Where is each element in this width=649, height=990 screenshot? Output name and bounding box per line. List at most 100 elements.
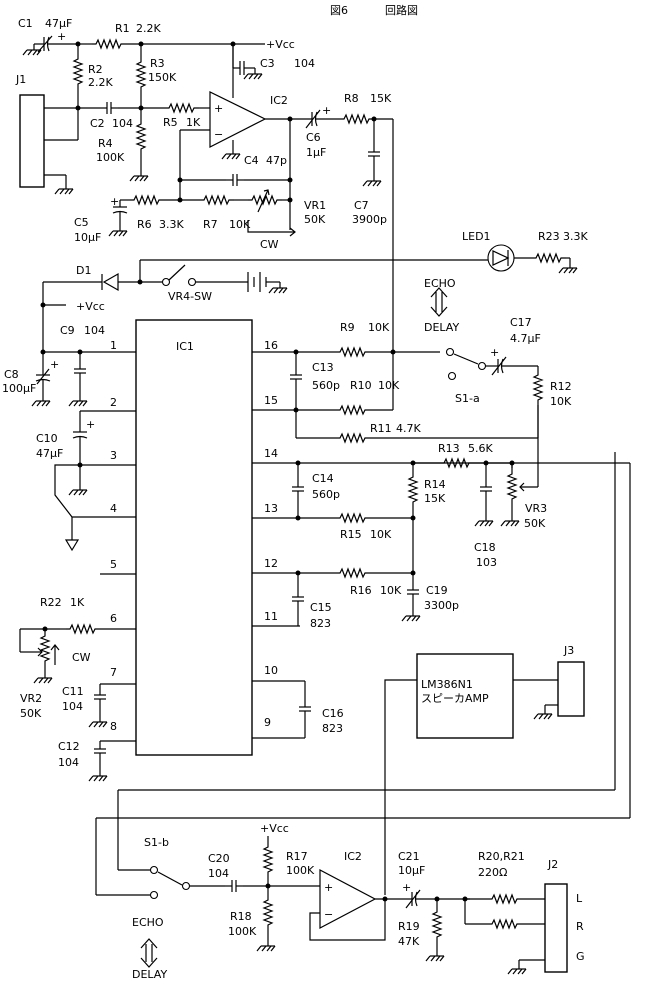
svg-text:15: 15 bbox=[264, 394, 278, 407]
svg-text:C9: C9 bbox=[60, 324, 75, 337]
svg-text:R20,R21: R20,R21 bbox=[478, 850, 525, 863]
vcc-label-top: +Vcc bbox=[266, 38, 295, 51]
svg-text:823: 823 bbox=[322, 722, 343, 735]
svg-text:R6: R6 bbox=[137, 218, 152, 231]
svg-text:R7: R7 bbox=[203, 218, 218, 231]
svg-text:100K: 100K bbox=[228, 925, 257, 938]
svg-text:5: 5 bbox=[110, 558, 117, 571]
svg-text:+: + bbox=[402, 881, 411, 894]
svg-text:100μF: 100μF bbox=[2, 382, 36, 395]
svg-text:50K: 50K bbox=[20, 707, 42, 720]
svg-text:C20: C20 bbox=[208, 852, 230, 865]
svg-text:R12: R12 bbox=[550, 380, 572, 393]
svg-text:50K: 50K bbox=[304, 213, 326, 226]
svg-text:104: 104 bbox=[294, 57, 315, 70]
svg-text:D1: D1 bbox=[76, 264, 91, 277]
svg-text:104: 104 bbox=[112, 117, 133, 130]
svg-text:10: 10 bbox=[264, 664, 278, 677]
svg-text:IC1: IC1 bbox=[176, 340, 194, 353]
svg-text:C21: C21 bbox=[398, 850, 420, 863]
svg-text:C4: C4 bbox=[244, 154, 259, 167]
svg-text:104: 104 bbox=[84, 324, 105, 337]
svg-text:560p: 560p bbox=[312, 488, 340, 501]
svg-text:C19: C19 bbox=[426, 584, 448, 597]
svg-text:R10: R10 bbox=[350, 379, 372, 392]
svg-text:DELAY: DELAY bbox=[132, 968, 167, 981]
svg-text:15K: 15K bbox=[424, 492, 446, 505]
power-section bbox=[40, 244, 578, 352]
svg-text:R14: R14 bbox=[424, 478, 446, 491]
jack-j3 bbox=[557, 661, 585, 717]
svg-text:11: 11 bbox=[264, 610, 278, 623]
svg-text:100K: 100K bbox=[286, 864, 315, 877]
svg-text:10K: 10K bbox=[550, 395, 572, 408]
svg-text:C18: C18 bbox=[474, 541, 496, 554]
svg-text:J2: J2 bbox=[547, 858, 558, 871]
svg-text:ECHO: ECHO bbox=[132, 916, 164, 929]
svg-text:R19: R19 bbox=[398, 920, 420, 933]
svg-text:3.3K: 3.3K bbox=[159, 218, 184, 231]
svg-text:R8: R8 bbox=[344, 92, 359, 105]
output-section: + − + bbox=[140, 836, 568, 975]
svg-text:104: 104 bbox=[58, 756, 79, 769]
svg-text:C17: C17 bbox=[510, 316, 532, 329]
svg-text:R5: R5 bbox=[163, 116, 178, 129]
svg-text:3.3K: 3.3K bbox=[563, 230, 588, 243]
svg-text:R4: R4 bbox=[98, 137, 113, 150]
svg-text:+: + bbox=[86, 418, 95, 431]
svg-text:−: − bbox=[324, 908, 333, 921]
svg-text:3900p: 3900p bbox=[352, 213, 387, 226]
svg-text:2.2K: 2.2K bbox=[88, 76, 113, 89]
svg-text:+: + bbox=[490, 346, 499, 359]
svg-text:10K: 10K bbox=[370, 528, 392, 541]
svg-text:R16: R16 bbox=[350, 584, 372, 597]
svg-text:S1-b: S1-b bbox=[144, 836, 169, 849]
speaker-amp: LM386N1 スピーカAMP bbox=[117, 452, 616, 895]
svg-text:R23: R23 bbox=[538, 230, 560, 243]
svg-text:CW: CW bbox=[260, 238, 279, 251]
input-section: + + − bbox=[19, 30, 394, 410]
svg-text:8: 8 bbox=[110, 720, 117, 733]
lm386-block bbox=[416, 653, 514, 739]
svg-text:R2: R2 bbox=[88, 63, 103, 76]
svg-text:VR3: VR3 bbox=[525, 502, 547, 515]
svg-text:4: 4 bbox=[110, 502, 117, 515]
svg-text:スピーカAMP: スピーカAMP bbox=[421, 692, 489, 705]
svg-text:15K: 15K bbox=[370, 92, 392, 105]
svg-text:47μF: 47μF bbox=[45, 17, 72, 30]
svg-text:10μF: 10μF bbox=[398, 864, 425, 877]
svg-text:560p: 560p bbox=[312, 379, 340, 392]
svg-text:50K: 50K bbox=[524, 517, 546, 530]
svg-text:100K: 100K bbox=[96, 151, 125, 164]
figure-title: 回路図 bbox=[385, 4, 418, 17]
svg-text:10K: 10K bbox=[368, 321, 390, 334]
svg-text:+: + bbox=[214, 102, 223, 115]
vcc-label-bottom: +Vcc bbox=[260, 822, 289, 835]
svg-text:R17: R17 bbox=[286, 850, 308, 863]
svg-text:VR2: VR2 bbox=[20, 692, 42, 705]
svg-text:C6: C6 bbox=[306, 131, 321, 144]
svg-text:C7: C7 bbox=[354, 199, 369, 212]
svg-text:J1: J1 bbox=[15, 73, 26, 86]
svg-text:R22: R22 bbox=[40, 596, 62, 609]
svg-text:104: 104 bbox=[62, 700, 83, 713]
svg-text:R11: R11 bbox=[370, 422, 392, 435]
svg-text:C3: C3 bbox=[260, 57, 275, 70]
svg-text:10K: 10K bbox=[380, 584, 402, 597]
svg-text:C11: C11 bbox=[62, 685, 84, 698]
svg-text:47K: 47K bbox=[398, 935, 420, 948]
svg-text:10K: 10K bbox=[378, 379, 400, 392]
jack-j1 bbox=[19, 94, 45, 188]
svg-text:1: 1 bbox=[110, 339, 117, 352]
ic1-body bbox=[135, 319, 253, 756]
svg-text:14: 14 bbox=[264, 447, 278, 460]
svg-text:R9: R9 bbox=[340, 321, 355, 334]
svg-text:10μF: 10μF bbox=[74, 231, 101, 244]
svg-text:12: 12 bbox=[264, 557, 278, 570]
svg-text:−: − bbox=[214, 128, 223, 141]
opamp-ic2-bottom bbox=[319, 869, 377, 929]
vcc-label-mid: +Vcc bbox=[76, 300, 105, 313]
svg-text:1K: 1K bbox=[70, 596, 85, 609]
svg-text:220Ω: 220Ω bbox=[478, 866, 507, 879]
